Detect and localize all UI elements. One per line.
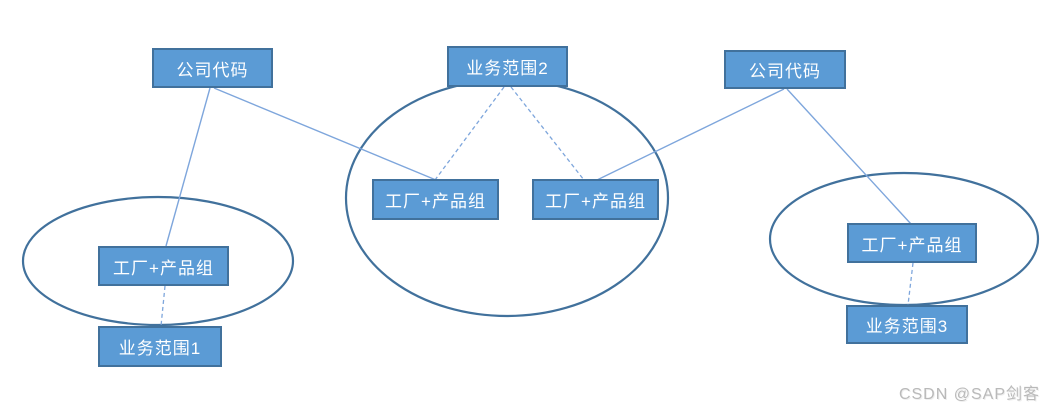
edge-plantright-businessarea3 (907, 262, 914, 306)
edge-companycodeleft-plantmidleft (213, 87, 437, 181)
node-business-area-1: 业务范围1 (98, 326, 222, 367)
node-plant-product-group-left: 工厂+产品组 (98, 246, 229, 286)
node-business-area-2: 业务范围2 (447, 46, 568, 87)
edge-companycoderight-plantright (786, 88, 912, 225)
node-plant-product-group-mid-right: 工厂+产品组 (532, 179, 659, 220)
edge-companycoderight-plantmidright (596, 88, 785, 181)
node-plant-product-group-right: 工厂+产品组 (847, 223, 977, 263)
edge-businessarea2-plantmidleft (434, 86, 505, 181)
group-ellipse-left (21, 195, 295, 327)
edge-plantleft-businessarea1 (160, 285, 166, 327)
node-company-code-right: 公司代码 (724, 50, 846, 89)
node-company-code-left: 公司代码 (152, 48, 273, 88)
edge-businessarea2-plantmidright (510, 86, 585, 181)
node-plant-product-group-mid-left: 工厂+产品组 (372, 179, 499, 220)
edge-companycodeleft-plantleft (165, 87, 211, 247)
csdn-watermark: CSDN @SAP剑客 (898, 386, 1040, 403)
node-business-area-3: 业务范围3 (846, 305, 968, 344)
